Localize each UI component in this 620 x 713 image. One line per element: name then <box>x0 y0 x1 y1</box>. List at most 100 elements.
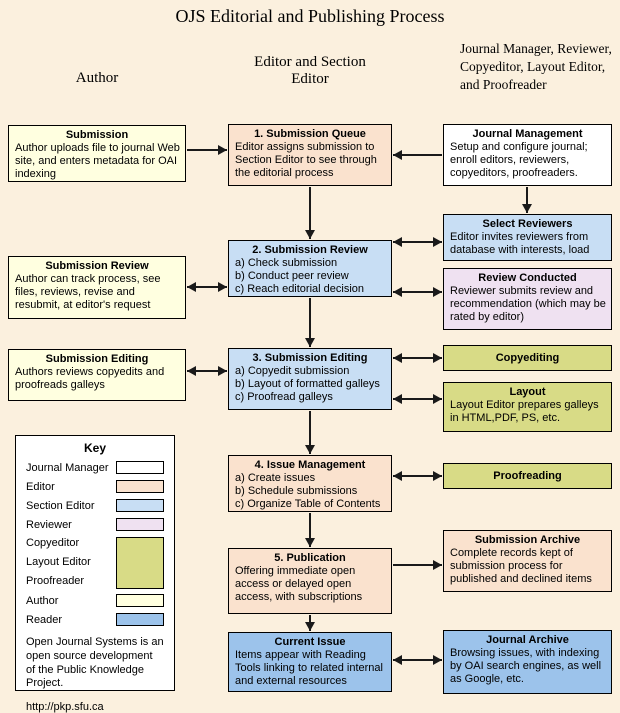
key-label-reader: Reader <box>26 613 63 626</box>
review-step-b: b) Conduct peer review <box>235 269 349 282</box>
box-review-conducted-title: Review Conducted <box>478 272 577 284</box>
box-current-issue: Current Issue Items appear with Reading … <box>228 632 392 692</box>
arrow-editing-layout-sync <box>393 394 442 404</box>
arrow-management-to-reviewers <box>522 187 532 213</box>
box-submission-review-author-body: Author can track process, see files, rev… <box>15 273 161 311</box>
box-submission-queue: 1. Submission Queue Editor assigns submi… <box>228 124 392 186</box>
arrow-submission-to-queue <box>187 145 227 155</box>
box-layout-body: Layout Editor prepares galleys in HTML,P… <box>450 399 599 424</box>
box-journal-management-title: Journal Management <box>472 128 583 140</box>
key-row-author: Author <box>26 591 164 610</box>
key-swatch-reader <box>116 613 164 626</box>
editing-step-a: a) Copyedit submission <box>235 365 350 377</box>
arrow-conducted-review-sync <box>393 287 442 297</box>
key-legend: Key Journal Manager Editor Section Edito… <box>15 435 175 713</box>
box-proofreading-title: Proofreading <box>493 470 562 482</box>
box-journal-management: Journal Management Setup and configure j… <box>443 124 612 186</box>
box-submission-archive-title: Submission Archive <box>474 534 581 546</box>
arrow-author-review-sync <box>187 282 227 292</box>
key-swatch-editor <box>116 480 164 493</box>
review-step-a: a) Check submission <box>235 257 338 269</box>
box-journal-management-body: Setup and configure journal; enroll edit… <box>450 141 588 179</box>
key-url: http://pkp.sfu.ca <box>26 701 104 713</box>
key-label-editor: Editor <box>26 480 55 493</box>
arrow-queue-to-review <box>305 187 315 239</box>
box-review-conducted-body: Reviewer submits review and recommendati… <box>450 285 606 323</box>
key-label-reviewer: Reviewer <box>26 518 72 531</box>
key-label-section-editor: Section Editor <box>26 499 95 512</box>
arrow-reviewers-review-sync <box>393 237 442 247</box>
box-submission-archive-body: Complete records kept of submission proc… <box>450 547 592 585</box>
box-submission-editing-editor-title: 3. Submission Editing <box>252 352 368 364</box>
issue-step-a: a) Create issues <box>235 472 316 484</box>
arrow-editing-copyediting-sync <box>393 353 442 363</box>
key-swatch-author <box>116 594 164 607</box>
key-swatch-journal-manager <box>116 461 164 474</box>
arrow-publication-to-current-issue <box>305 615 315 631</box>
box-submission-review-author-title: Submission Review <box>45 260 149 272</box>
arrow-management-to-queue <box>393 150 442 160</box>
box-journal-archive-title: Journal Archive <box>486 634 569 646</box>
box-layout: Layout Layout Editor prepares galleys in… <box>443 382 612 432</box>
arrow-publication-to-archive <box>393 560 442 570</box>
arrow-issues-to-publication <box>305 513 315 547</box>
box-proofreading: Proofreading <box>443 463 612 489</box>
box-issue-management: 4. Issue Management a) Create issues b) … <box>228 455 392 512</box>
box-submission-queue-title: 1. Submission Queue <box>254 128 366 140</box>
page-title: OJS Editorial and Publishing Process <box>175 6 445 26</box>
box-submission-editing-author-body: Authors reviews copyedits and proofreads… <box>15 366 165 391</box>
arrow-review-to-editing <box>305 298 315 347</box>
key-title: Key <box>83 441 106 455</box>
key-swatch-section-editor <box>116 499 164 512</box>
box-submission-queue-body: Editor assigns submission to Section Edi… <box>235 141 377 179</box>
arrow-editing-to-issues <box>305 411 315 454</box>
box-submission: Submission Author uploads file to journa… <box>8 125 186 182</box>
key-row-journal-manager: Journal Manager <box>26 458 164 477</box>
review-step-c: c) Reach editorial decision <box>235 282 365 295</box>
box-submission-review-author: Submission Review Author can track proce… <box>8 256 186 319</box>
column-header-author: Author <box>75 70 119 86</box>
key-label-layout-editor: Layout Editor <box>26 556 91 568</box>
key-swatch-copyeditor-group <box>116 536 164 589</box>
box-submission-archive: Submission Archive Complete records kept… <box>443 530 612 592</box>
editing-step-b: b) Layout of formatted galleys <box>235 377 380 390</box>
box-select-reviewers: Select Reviewers Editor invites reviewer… <box>443 214 612 261</box>
box-submission-title: Submission <box>65 129 129 141</box>
key-row-copyeditor-group: Copyeditor Layout Editor Proofreader <box>26 534 164 591</box>
key-row-section-editor: Section Editor <box>26 496 164 515</box>
key-label-author: Author <box>26 594 59 607</box>
key-label-journal-manager: Journal Manager <box>26 461 109 474</box>
editing-step-c: c) Proofread galleys <box>235 390 333 403</box>
box-submission-review-editor-title: 2. Submission Review <box>252 244 368 256</box>
box-select-reviewers-body: Editor invites reviewers from database w… <box>450 231 590 256</box>
arrow-author-editing-sync <box>187 366 227 376</box>
box-current-issue-title: Current Issue <box>274 636 346 648</box>
box-submission-editing-editor: 3. Submission Editing a) Copyedit submis… <box>228 348 392 410</box>
arrow-current-to-journal-archive <box>393 655 442 665</box>
box-publication-body: Offering immediate open access or delaye… <box>235 565 363 603</box>
box-copyediting-title: Copyediting <box>495 352 560 364</box>
box-journal-archive-body: Browsing issues, with indexing by OAI se… <box>450 647 602 685</box>
arrow-proofreading-sync <box>393 471 442 481</box>
column-header-manager: Journal Manager, Reviewer, Copyeditor, L… <box>460 41 612 93</box>
box-submission-review-editor: 2. Submission Review a) Check submission… <box>228 240 392 297</box>
key-swatch-reviewer <box>116 518 164 531</box>
box-submission-editing-author-title: Submission Editing <box>45 353 149 365</box>
box-submission-body: Author uploads file to journal Web site,… <box>15 142 180 180</box>
box-copyediting: Copyediting <box>443 345 612 371</box>
key-row-reader: Reader <box>26 610 164 629</box>
key-row-reviewer: Reviewer <box>26 515 164 534</box>
key-label-copyeditor: Copyeditor <box>26 537 80 549</box>
box-select-reviewers-title: Select Reviewers <box>482 218 573 230</box>
issue-step-b: b) Schedule submissions <box>235 484 358 497</box>
key-label-proofreader: Proofreader <box>26 575 85 587</box>
box-journal-archive: Journal Archive Browsing issues, with in… <box>443 630 612 694</box>
key-row-editor: Editor <box>26 477 164 496</box>
box-layout-title: Layout <box>509 386 546 398</box>
issue-step-c: c) Organize Table of Contents <box>235 497 381 510</box>
box-publication: 5. Publication Offering immediate open a… <box>228 548 392 614</box>
box-issue-management-title: 4. Issue Management <box>254 459 366 471</box>
key-note: Open Journal Systems is an open source d… <box>26 636 164 690</box>
column-header-editor: Editor and Section Editor <box>254 54 366 87</box>
box-review-conducted: Review Conducted Reviewer submits review… <box>443 268 612 330</box>
